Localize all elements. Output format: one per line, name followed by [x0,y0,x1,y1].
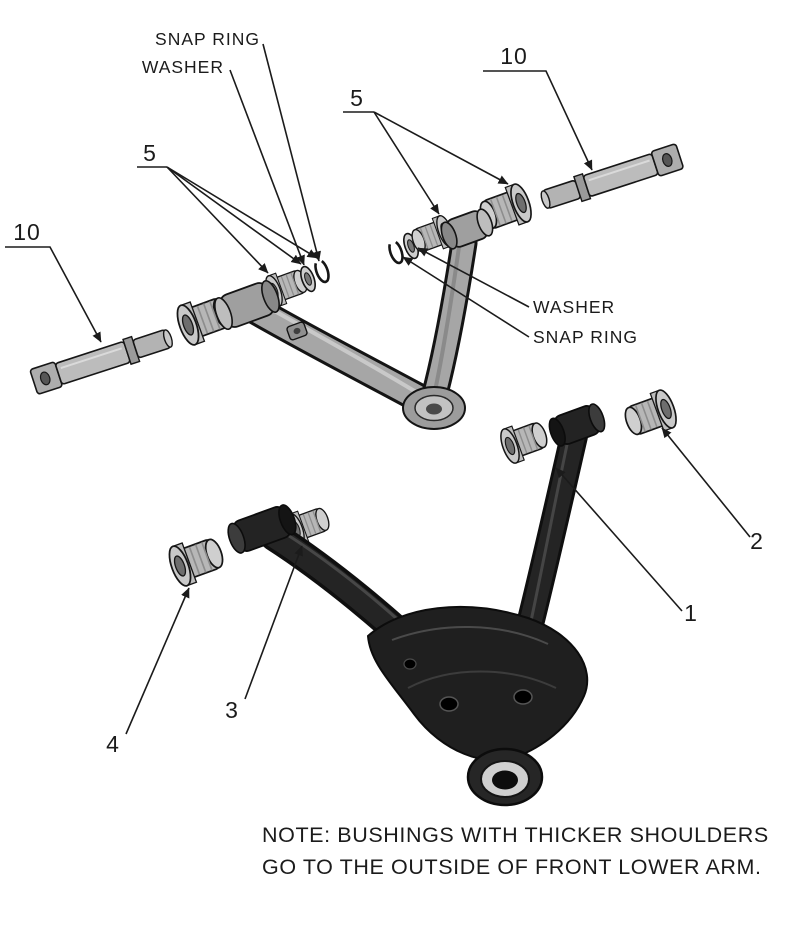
callout-one: 1 [684,600,698,626]
leader-two [661,427,751,538]
leader-washer-top [229,69,305,266]
pivot-shaft-right [540,143,684,209]
upper-arm-boss [286,321,308,341]
upper-ball-joint [402,386,466,430]
callout-five-left: 5 [143,140,157,166]
leader-one [555,467,683,612]
leader-snap-ring-mid [402,256,530,338]
leader-three [244,545,303,700]
note-line-1: NOTE: BUSHINGS WITH THICKER SHOULDERS [262,823,769,847]
callout-two: 2 [750,528,764,554]
leader-washer-mid [417,247,530,308]
leader-five-top-a [373,111,440,215]
lower-arm-sleeve-right [548,403,606,447]
leader-four [125,587,190,735]
label-washer-mid: WASHER [533,297,615,317]
upper-control-arm [214,208,494,430]
label-snap-ring-mid: SNAP RING [533,327,638,347]
note-line-2: GO TO THE OUTSIDE OF FRONT LOWER ARM. [262,855,762,879]
lower-ball-joint [466,747,544,807]
callout-ten-right: 10 [500,43,528,69]
pivot-shaft-left [29,329,173,395]
leader-five-left-c [166,166,318,259]
leader-ten-right [483,70,593,171]
label-snap-ring-top: SNAP RING [155,29,260,49]
upper-arm-sleeve-left [214,279,280,331]
callout-three: 3 [225,697,239,723]
upper-arm-sleeve-right [440,208,494,250]
leader-ten-left [5,246,102,343]
lower-arm-sleeve-left [227,504,297,554]
leader-five-top-b [373,111,509,185]
callout-ten-left: 10 [13,219,41,245]
leader-five-left-b [166,166,302,265]
leader-five-left-a [166,166,269,274]
callout-five-top: 5 [350,85,364,111]
leader-snap-ring-top [262,43,321,262]
callout-four: 4 [106,731,120,757]
label-washer-top: WASHER [142,57,224,77]
